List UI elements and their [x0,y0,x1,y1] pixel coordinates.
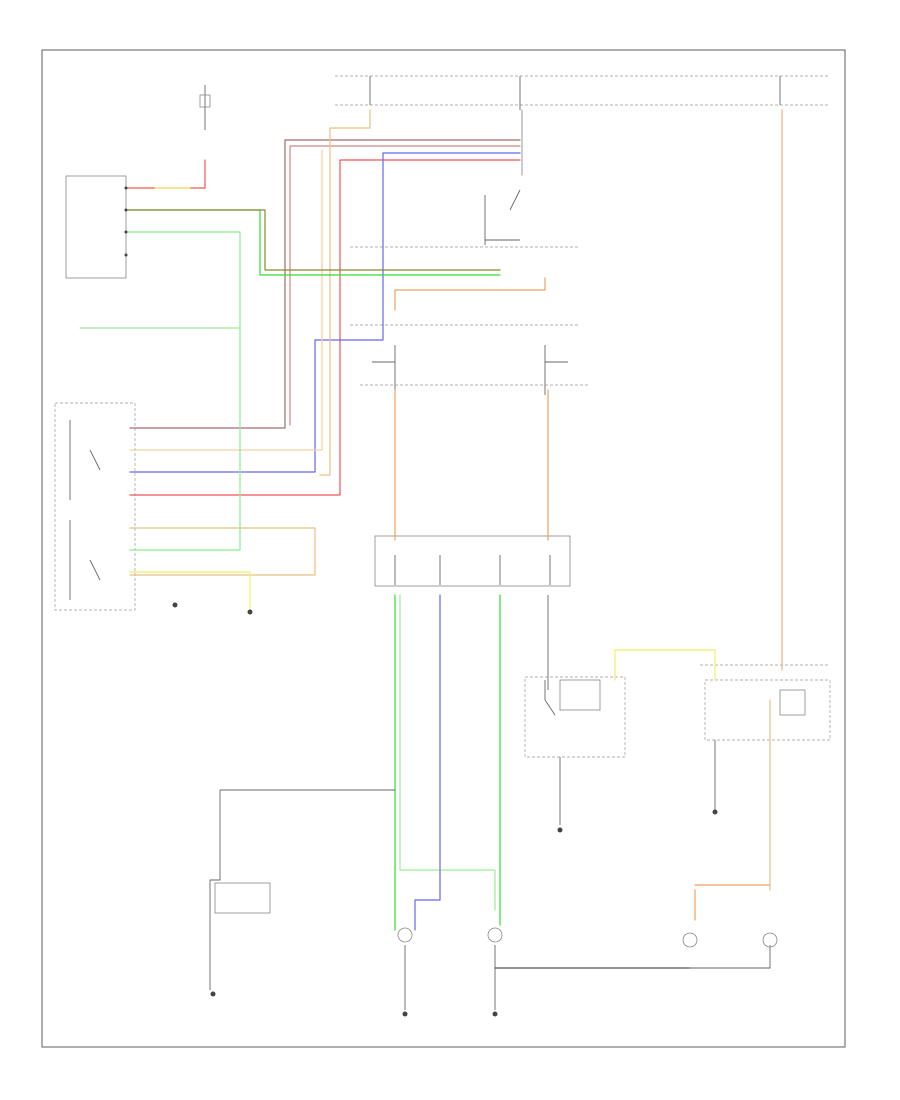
ground-point-2 [247,609,253,615]
wire-red-1 [129,159,521,496]
wire-tan-1 [319,109,371,476]
ground-point-7 [712,809,718,815]
fuse-upper-left [199,85,211,130]
top-relay [484,189,521,245]
wire-lt-tan-1 [129,149,323,451]
fuse-bus-top [335,75,830,110]
ground-point-1 [172,602,178,608]
ground-point-3 [557,827,563,833]
wire-yellow-3 [614,649,716,681]
left-switch-module [65,175,128,279]
lower-left-box [214,882,271,914]
wire-green-2 [127,231,241,551]
headlamp-switch-block [54,402,136,611]
left-fog-lamp [682,932,698,948]
fog-lamp-relay [524,676,626,758]
wire-green-1 [127,209,501,276]
right-relay-box [704,679,831,741]
wire-orange-1 [394,277,546,311]
wire-yellow-1 [129,571,251,611]
wire-brown-1 [129,139,521,429]
wire-tan-2 [129,527,316,576]
central-junction-box [374,535,571,587]
wire-lt-green-4 [399,594,496,911]
wire-black-4 [209,790,221,990]
wire-olive-1 [127,209,501,271]
mid-fuses [372,345,568,395]
ground-point-6 [492,1011,498,1017]
wire-black-9 [690,945,771,969]
right-fog-lamp [762,932,778,948]
wire-blue-2 [414,594,441,931]
wire-blue-1 [129,152,521,473]
wire-pink-1 [289,145,521,426]
ground-point-5 [402,1011,408,1017]
diagram-frame [41,49,846,1048]
wire-red-2 [127,159,206,189]
ground-point-4 [210,991,216,997]
right-headlamp [487,927,503,943]
left-headlamp [397,927,413,943]
